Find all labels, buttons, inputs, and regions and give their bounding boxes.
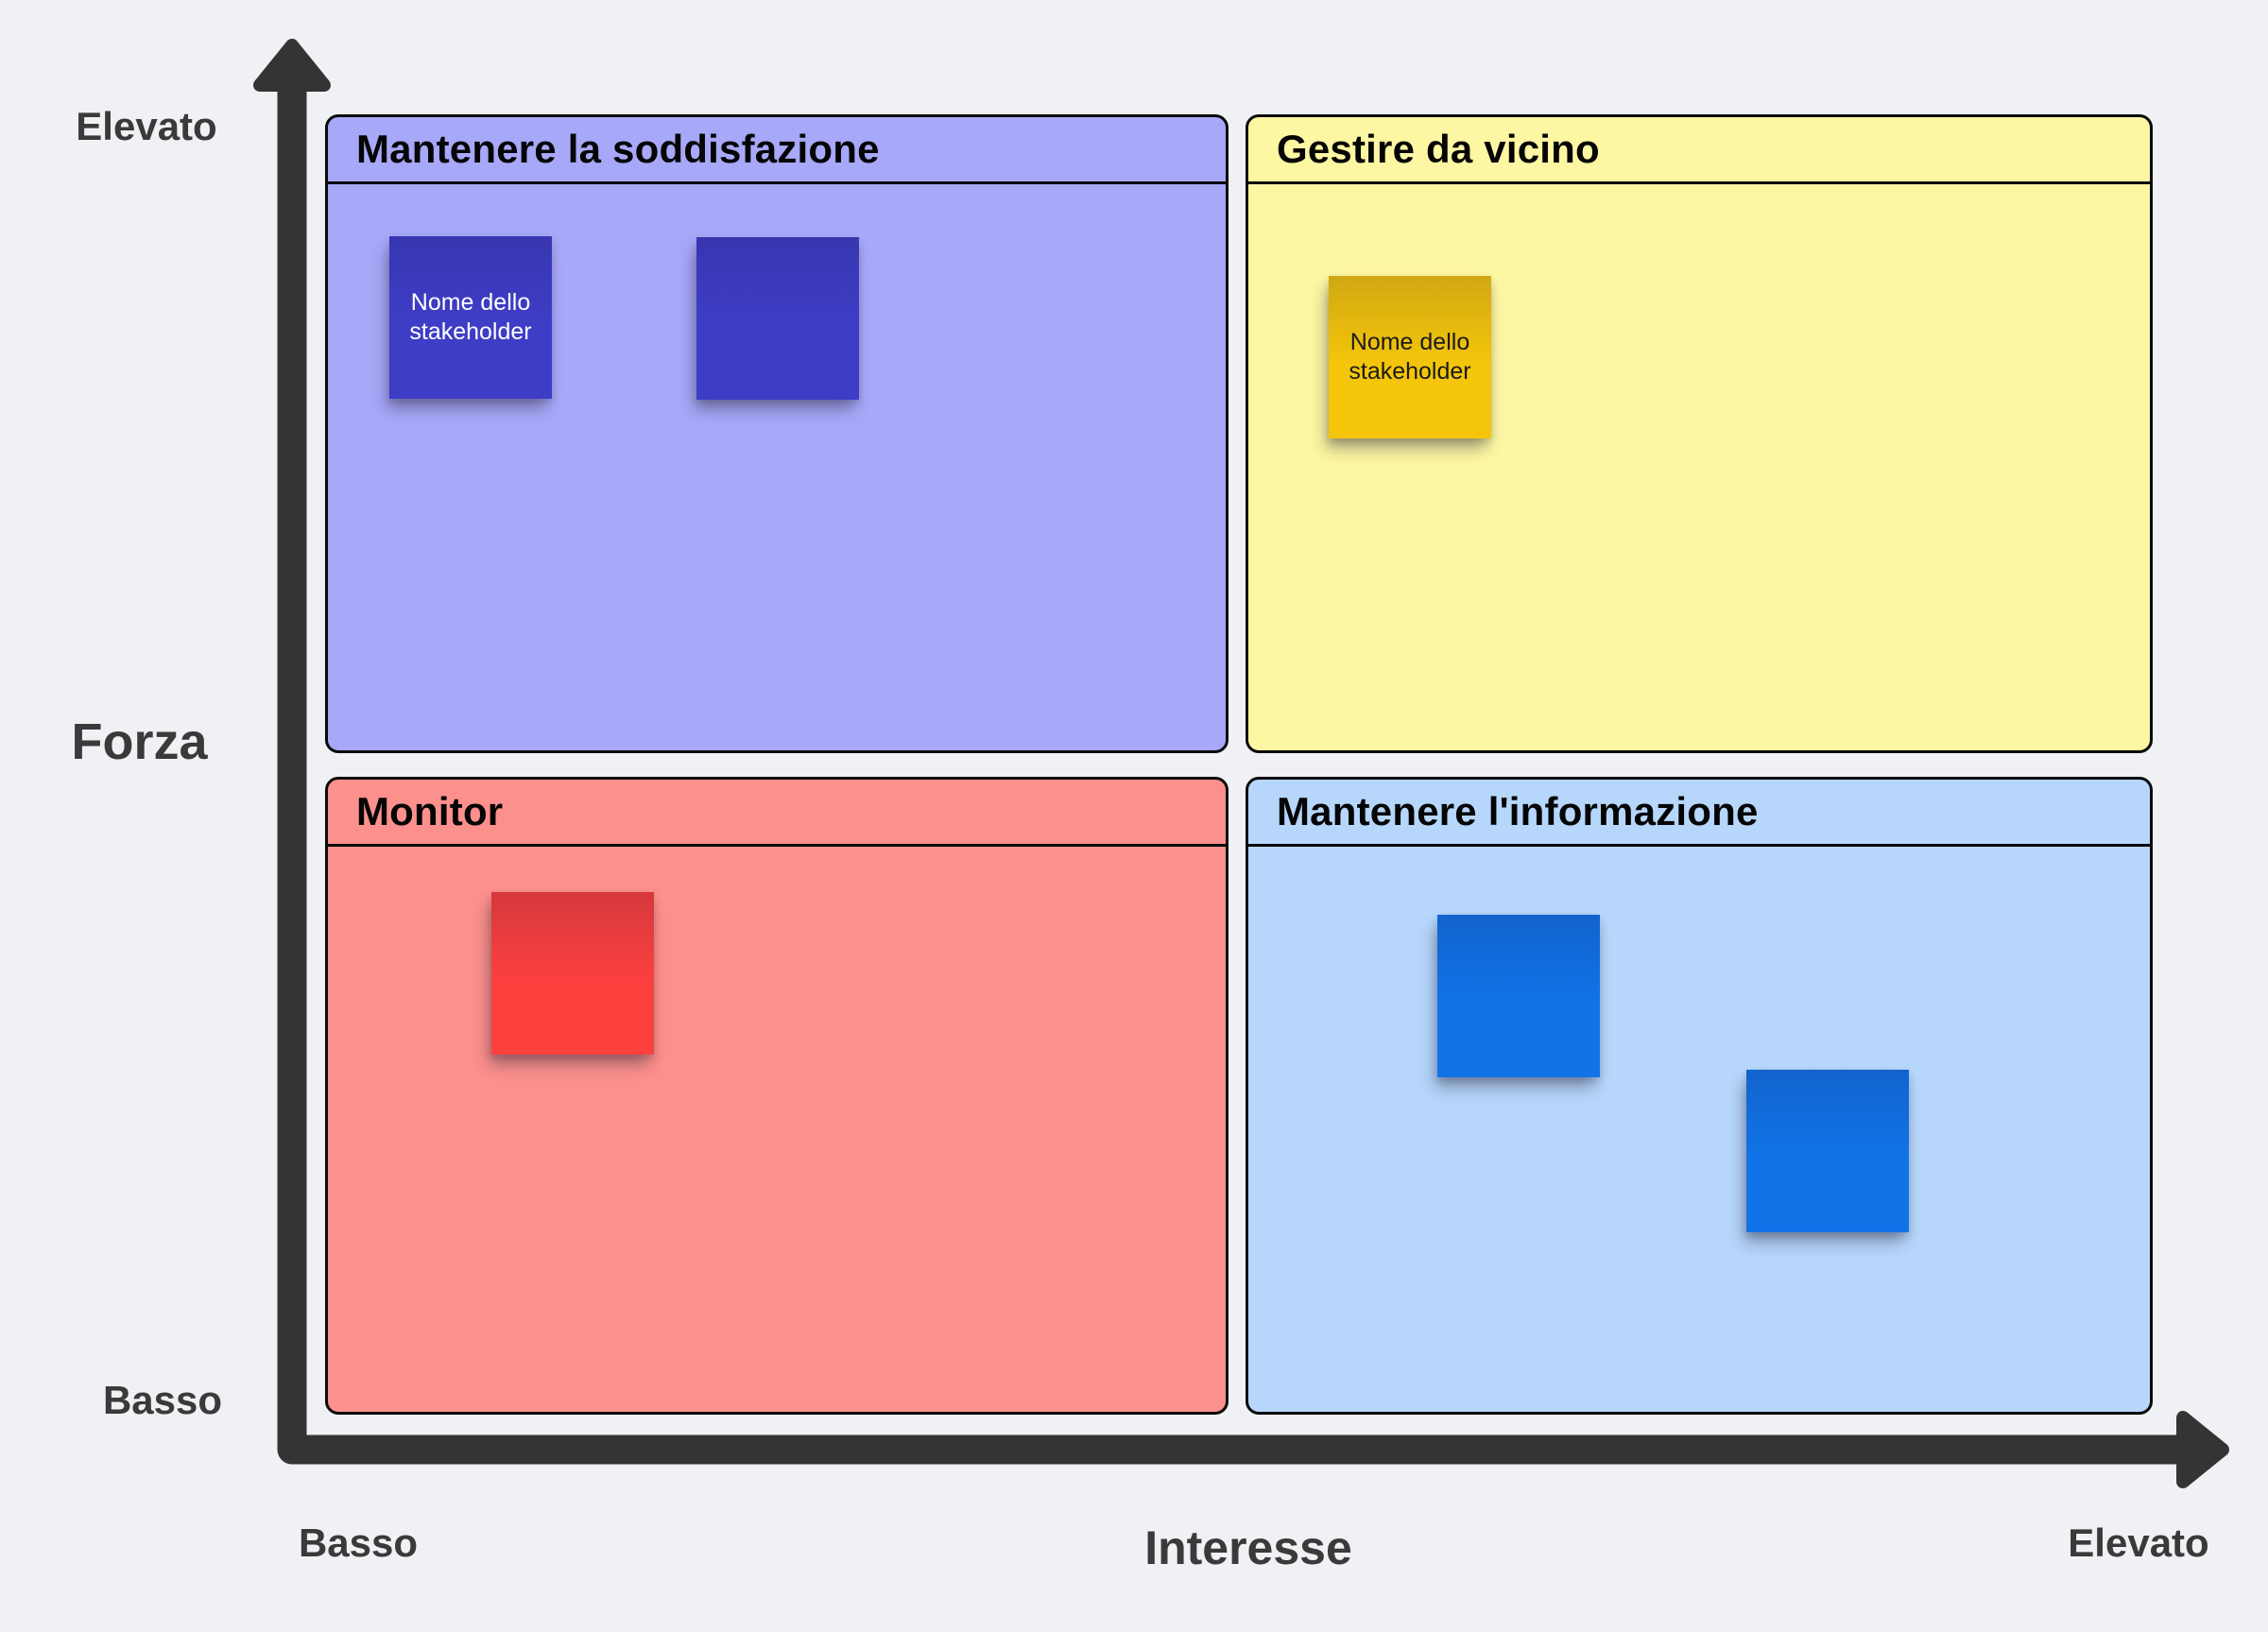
y-axis-top-label: Elevato [76,104,217,148]
sticky-note-text: Nome dello stakeholder [409,289,532,345]
x-axis-right-label: Elevato [2068,1520,2209,1565]
quadrant-keep-informed-header: Mantenere l'informazione [1248,780,2150,847]
sticky-note-blue-2[interactable] [1746,1070,1909,1232]
sticky-note-yellow-1[interactable]: Nome dello stakeholder [1329,276,1491,438]
x-axis-title: Interesse [1144,1521,1352,1574]
quadrant-title: Mantenere la soddisfazione [356,127,880,171]
sticky-note-text [491,892,654,1055]
y-axis-title: Forza [71,713,208,770]
sticky-note-purple-1[interactable]: Nome dello stakeholder [389,236,552,399]
quadrant-title: Gestire da vicino [1277,127,1600,171]
x-axis-left-label: Basso [298,1520,419,1565]
sticky-note-text [1746,1070,1909,1232]
sticky-note-purple-2[interactable] [696,237,859,400]
quadrant-keep-satisfied[interactable]: Mantenere la soddisfazione [325,114,1228,753]
y-axis-bottom-label: Basso [102,1378,223,1422]
sticky-note-text: Nome dello stakeholder [1349,329,1471,385]
quadrant-title: Mantenere l'informazione [1277,789,1759,833]
quadrant-monitor[interactable]: Monitor [325,777,1228,1415]
quadrant-monitor-header: Monitor [328,780,1226,847]
sticky-note-text [1437,915,1600,1077]
quadrant-keep-informed[interactable]: Mantenere l'informazione [1246,777,2153,1415]
quadrant-keep-satisfied-header: Mantenere la soddisfazione [328,117,1226,184]
sticky-note-text [696,237,859,400]
sticky-note-blue-1[interactable] [1437,915,1600,1077]
quadrant-manage-closely-header: Gestire da vicino [1248,117,2150,184]
sticky-note-red-1[interactable] [491,892,654,1055]
x-axis-arrowhead-icon [2176,1411,2229,1488]
y-axis-arrowhead-icon [253,39,331,92]
quadrant-title: Monitor [356,789,504,833]
